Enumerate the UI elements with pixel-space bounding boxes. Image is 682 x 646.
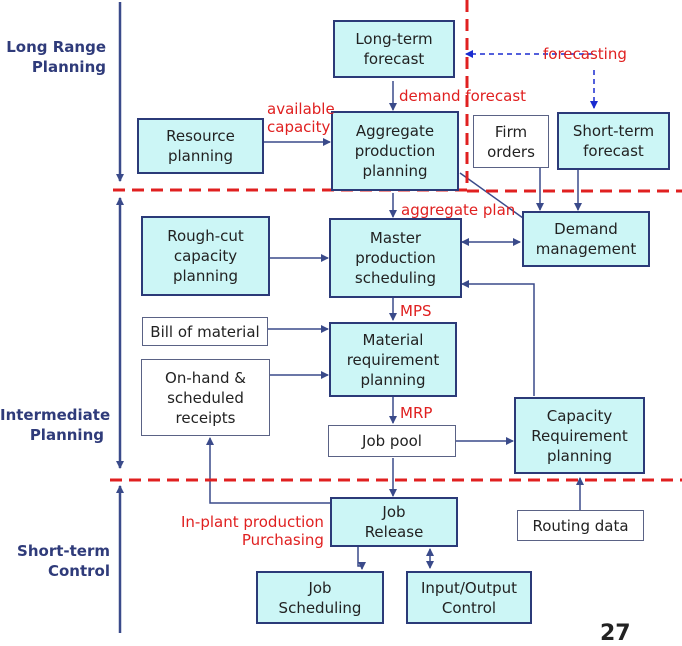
level-short-term: Short-term Control (17, 542, 110, 580)
job-scheduling-box: Job Scheduling (256, 571, 384, 624)
mps-box: Master production scheduling (329, 218, 462, 298)
bom-box: Bill of material (142, 317, 268, 346)
short-term-forecast-box: Short-term forecast (557, 112, 670, 170)
label-mps: MPS (400, 302, 432, 320)
resource-planning-box: Resource planning (137, 118, 264, 174)
label-forecasting: forecasting (543, 45, 627, 63)
aggregate-planning-box: Aggregate production planning (331, 111, 459, 191)
label-available-capacity: available capacity (267, 100, 335, 136)
label-in-plant-purchasing: In-plant production Purchasing (181, 513, 324, 549)
level-long-range: Long Range Planning (6, 38, 106, 76)
job-release-box: Job Release (330, 497, 458, 547)
label-aggregate-plan: aggregate plan (401, 201, 516, 219)
io-control-box: Input/Output Control (406, 571, 532, 624)
on-hand-box: On-hand & scheduled receipts (141, 359, 270, 436)
long-term-forecast-box: Long-term forecast (333, 20, 455, 78)
mrp-box: Material requirement planning (329, 322, 457, 397)
level-intermediate: Intermediate Planning (0, 406, 111, 444)
diagram-lines (110, 0, 682, 633)
firm-orders-box: Firm orders (473, 115, 549, 168)
label-mrp: MRP (400, 404, 433, 422)
rough-cut-capacity-box: Rough-cut capacity planning (141, 216, 270, 296)
routing-data-box: Routing data (517, 510, 644, 541)
demand-management-box: Demand management (522, 211, 650, 267)
label-demand-forecast: demand forecast (399, 87, 527, 105)
crp-box: Capacity Requirement planning (514, 397, 645, 474)
job-pool-box: Job pool (328, 425, 456, 457)
page-number: 27 (600, 621, 631, 646)
